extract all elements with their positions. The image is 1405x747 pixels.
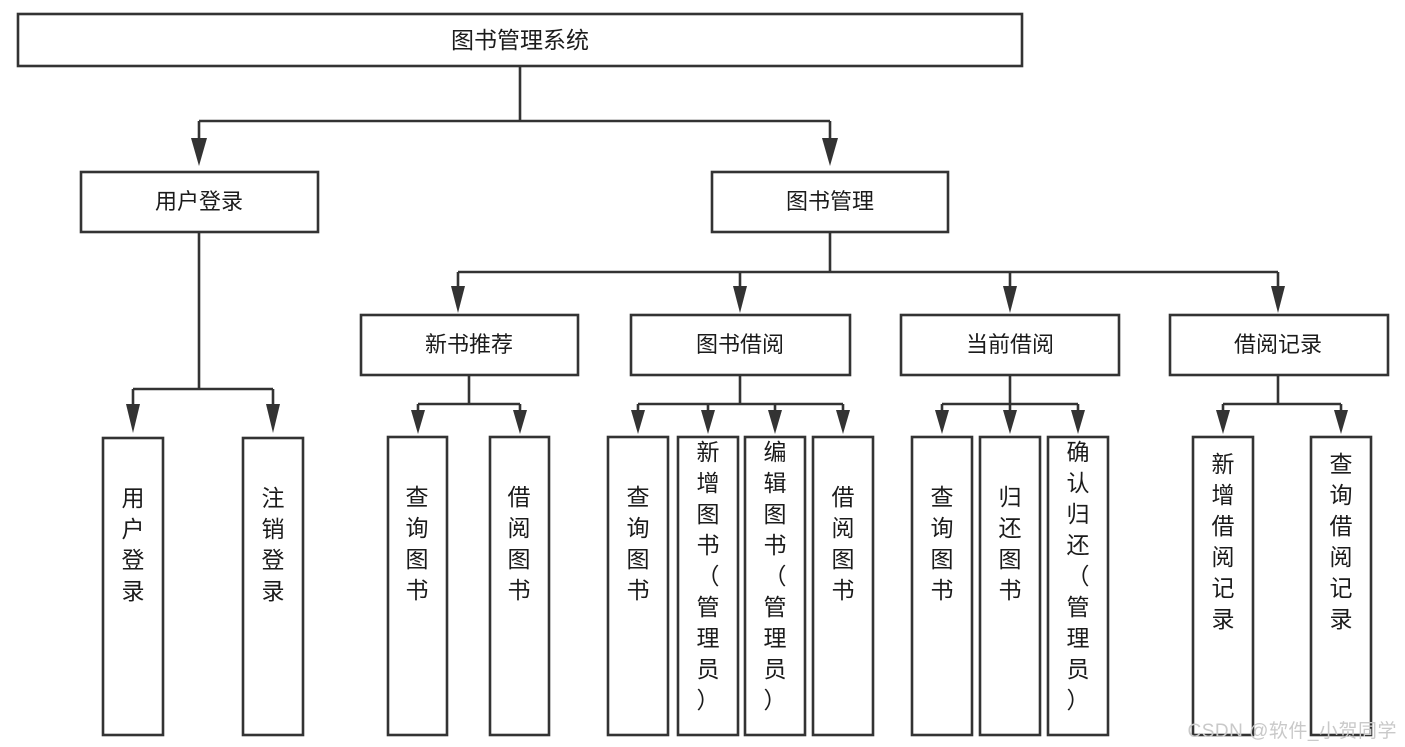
leaf-edit-book-admin-box[interactable] [743,435,807,737]
leaf-query-borrow-record-label: 查询借阅记录 [1330,451,1353,632]
leaf-query-book-current-box[interactable] [910,435,974,737]
node-book-management[interactable]: 图书管理 [710,170,950,234]
leaf-borrow-book-borrow[interactable]: 借阅图书 [811,435,875,737]
node-root-label: 图书管理系统 [451,27,589,53]
node-user-login-box[interactable] [79,170,320,234]
leaf-borrow-book-recommend-label: 借阅图书 [508,484,531,603]
node-borrow-record[interactable]: 借阅记录 [1168,313,1390,377]
node-new-book-recommend-label: 新书推荐 [425,332,513,357]
leaf-edit-book-admin[interactable]: 编辑图书（管理员） [743,435,807,737]
arrowhead-leaf-confirm-return [1071,410,1085,434]
node-borrow-record-label: 借阅记录 [1234,332,1322,357]
leaf-query-book-current-label: 查询图书 [931,484,954,603]
leaf-query-book-recommend-box[interactable] [386,435,449,737]
arrowhead-to-book-borrow [733,286,747,313]
arrowhead-leaf-query-record [1334,410,1348,434]
arrowhead-leaf-borrow-book-1 [513,410,527,434]
leaf-add-book-admin[interactable]: 新增图书（管理员） [676,435,740,737]
node-book-borrow[interactable]: 图书借阅 [629,313,852,377]
leaf-add-borrow-record-label: 新增借阅记录 [1212,451,1235,632]
arrowhead-to-user-login [191,138,207,166]
leaf-add-book-admin-label: 新增图书（管理员） [697,439,720,713]
arrowhead-leaf-add-record [1216,410,1230,434]
leaf-query-book-borrow[interactable]: 查询图书 [606,435,670,737]
node-current-borrow-box[interactable] [899,313,1121,377]
node-new-book-recommend-box[interactable] [359,313,580,377]
node-new-book-recommend[interactable]: 新书推荐 [359,313,580,377]
connector-currentborrow-to-leaves [935,375,1085,434]
connector-bookmanagement-to-level3 [451,232,1285,313]
arrowhead-leaf-add-book [701,410,715,434]
arrowhead-leaf-logout [266,404,280,433]
arrowhead-to-new-book [451,286,465,313]
leaf-logout[interactable]: 注销登录 [241,436,305,737]
leaf-borrow-book-borrow-box[interactable] [811,435,875,737]
leaf-return-book-box[interactable] [978,435,1042,737]
leaf-edit-book-admin-label: 编辑图书（管理员） [764,439,787,713]
arrowhead-leaf-query-book-3 [935,410,949,434]
csdn-watermark: CSDN @软件_小贺同学 [1187,721,1397,742]
leaf-add-borrow-record[interactable]: 新增借阅记录 [1191,435,1255,737]
node-user-login-label: 用户登录 [155,189,243,214]
leaf-add-book-admin-box[interactable] [676,435,740,737]
leaf-add-borrow-record-box[interactable] [1191,435,1255,737]
arrowhead-to-current-borrow [1003,286,1017,313]
arrowhead-to-borrow-record [1271,286,1285,313]
leaf-query-borrow-record-box[interactable] [1309,435,1373,737]
node-book-borrow-label: 图书借阅 [696,332,784,357]
leaf-user-login[interactable]: 用户登录 [101,436,165,737]
leaf-confirm-return-admin[interactable]: 确认归还（管理员） [1046,435,1110,737]
node-root-box[interactable] [16,12,1024,68]
leaf-return-book[interactable]: 归还图书 [978,435,1042,737]
arrowhead-leaf-borrow-book-2 [836,410,850,434]
leaf-query-book-current[interactable]: 查询图书 [910,435,974,737]
connector-bookborrow-to-leaves [631,375,850,434]
arrowhead-leaf-return-book [1003,410,1017,434]
leaf-return-book-label: 归还图书 [999,484,1022,603]
arrowhead-to-book-management [822,138,838,166]
connector-borrowrecord-to-leaves [1216,375,1348,434]
leaf-logout-label: 注销登录 [262,485,285,604]
node-book-management-label: 图书管理 [786,189,874,214]
node-book-management-box[interactable] [710,170,950,234]
connector-newbook-to-leaves [411,375,527,434]
leaf-borrow-book-recommend[interactable]: 借阅图书 [488,435,551,737]
leaf-query-book-recommend-label: 查询图书 [406,484,429,603]
leaf-confirm-return-admin-box[interactable] [1046,435,1110,737]
node-root-book-management-system[interactable]: 图书管理系统 [16,12,1024,68]
leaf-user-login-box[interactable] [101,436,165,737]
connector-userlogin-to-leaves [126,232,280,433]
leaf-logout-box[interactable] [241,436,305,737]
leaf-query-borrow-record[interactable]: 查询借阅记录 [1309,435,1373,737]
arrowhead-leaf-edit-book [768,410,782,434]
node-user-login[interactable]: 用户登录 [79,170,320,234]
connector-root-to-level2 [191,66,838,166]
arrowhead-leaf-query-book-1 [411,410,425,434]
leaf-query-book-borrow-box[interactable] [606,435,670,737]
arrowhead-leaf-query-book-2 [631,410,645,434]
leaf-user-login-label: 用户登录 [122,485,145,604]
node-current-borrow[interactable]: 当前借阅 [899,313,1121,377]
leaf-query-book-recommend[interactable]: 查询图书 [386,435,449,737]
leaf-confirm-return-admin-label: 确认归还（管理员） [1067,439,1090,713]
node-book-borrow-box[interactable] [629,313,852,377]
leaf-borrow-book-borrow-label: 借阅图书 [832,484,855,603]
node-current-borrow-label: 当前借阅 [966,332,1054,357]
leaf-borrow-book-recommend-box[interactable] [488,435,551,737]
node-borrow-record-box[interactable] [1168,313,1390,377]
leaf-query-book-borrow-label: 查询图书 [627,484,650,603]
arrowhead-leaf-user-login [126,404,140,433]
